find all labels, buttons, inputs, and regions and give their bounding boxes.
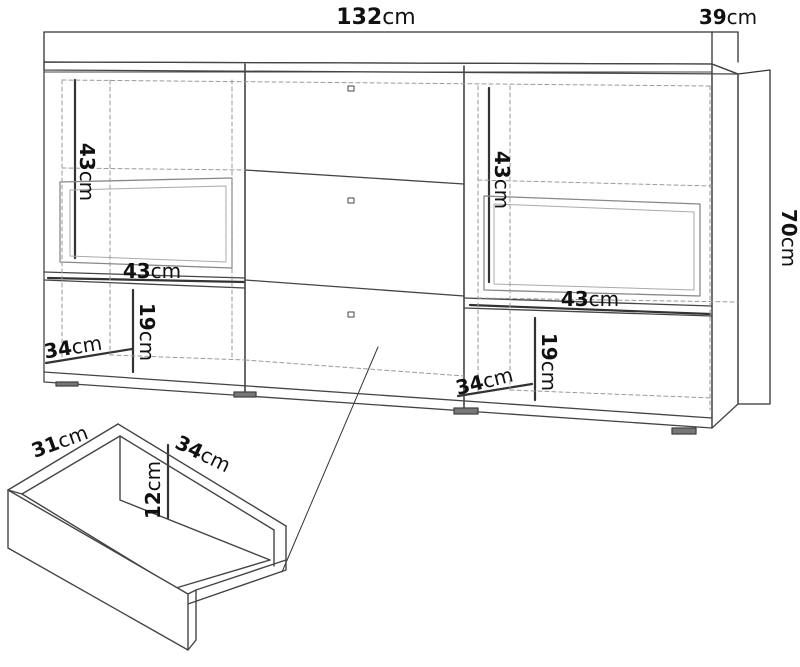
hidden-drawer-bottom [244, 359, 465, 377]
width-dimension-line [43, 31, 713, 65]
drawer-front-top [244, 169, 465, 185]
foot-4 [671, 427, 697, 435]
drawer-handle-middle [347, 197, 355, 204]
left-shelf-height-label: 19cm [135, 303, 159, 361]
drawer-leader-line [281, 346, 379, 573]
height-dimension-bar [737, 69, 771, 405]
right-cabinet-floor [463, 297, 713, 317]
total-width-label: 132cm [336, 5, 415, 30]
drawer-left-side-top [7, 423, 119, 491]
hidden-lines [61, 79, 739, 411]
foot-1 [55, 381, 79, 387]
left-shelf-depth-line [44, 347, 134, 365]
drawer-handle-top [347, 85, 355, 92]
left-glass-inner [69, 185, 227, 263]
right-cabinet-height-label: 43cm [490, 151, 514, 209]
drawer-height-label: 12cm [141, 461, 165, 519]
hidden-right-shelf-top [477, 297, 739, 303]
dimension-labels: 132cm 39cm 70cm 43cm 43cm 43cm 43cm 19cm… [28, 5, 800, 519]
left-cabinet-floor [43, 271, 246, 289]
left-shelf-depth-label: 34cm [42, 331, 103, 364]
drawer-front-top-edge [7, 489, 197, 651]
right-glass-inner [493, 203, 695, 291]
hidden-lower-right [509, 389, 713, 399]
right-shelf-depth-line [456, 382, 534, 398]
drawer-handle-bottom [347, 311, 355, 318]
drawer-width-label: 31cm [28, 420, 91, 463]
right-shelf-depth-label: 34cm [453, 363, 515, 400]
hidden-shelf-left [61, 167, 246, 171]
front-outline [43, 61, 713, 429]
drawer-left-side-inner [21, 435, 121, 495]
drawer-front-right-edge [195, 559, 287, 591]
hidden-shelf-right [477, 179, 713, 187]
hidden-back-top [61, 79, 711, 87]
drawer-front-middle [244, 279, 465, 297]
drawer-right-side [187, 525, 287, 605]
total-height-label: 70cm [777, 209, 800, 267]
depth-dimension-line [711, 31, 739, 63]
right-side-face [711, 63, 739, 429]
left-cabinet-width-label: 43cm [123, 259, 181, 283]
drawer-detail [7, 423, 287, 651]
left-cabinet-height-label: 43cm [75, 143, 99, 201]
bottom-front-edge [43, 371, 713, 419]
right-glass-frame [483, 195, 701, 297]
hidden-lower-left [109, 354, 246, 361]
left-cabinet-width-line [46, 276, 246, 284]
left-glass-frame [59, 177, 233, 269]
drawer-depth-label: 34cm [172, 430, 235, 477]
sideboard-body [43, 61, 739, 435]
right-cabinet-width-label: 43cm [561, 287, 619, 311]
foot-2 [233, 391, 257, 398]
drawer-back-inner [119, 435, 275, 561]
right-shelf-height-label: 19cm [537, 333, 561, 391]
drawer-back-top [117, 423, 287, 527]
foot-3 [453, 407, 479, 415]
total-depth-label: 39cm [699, 5, 757, 29]
